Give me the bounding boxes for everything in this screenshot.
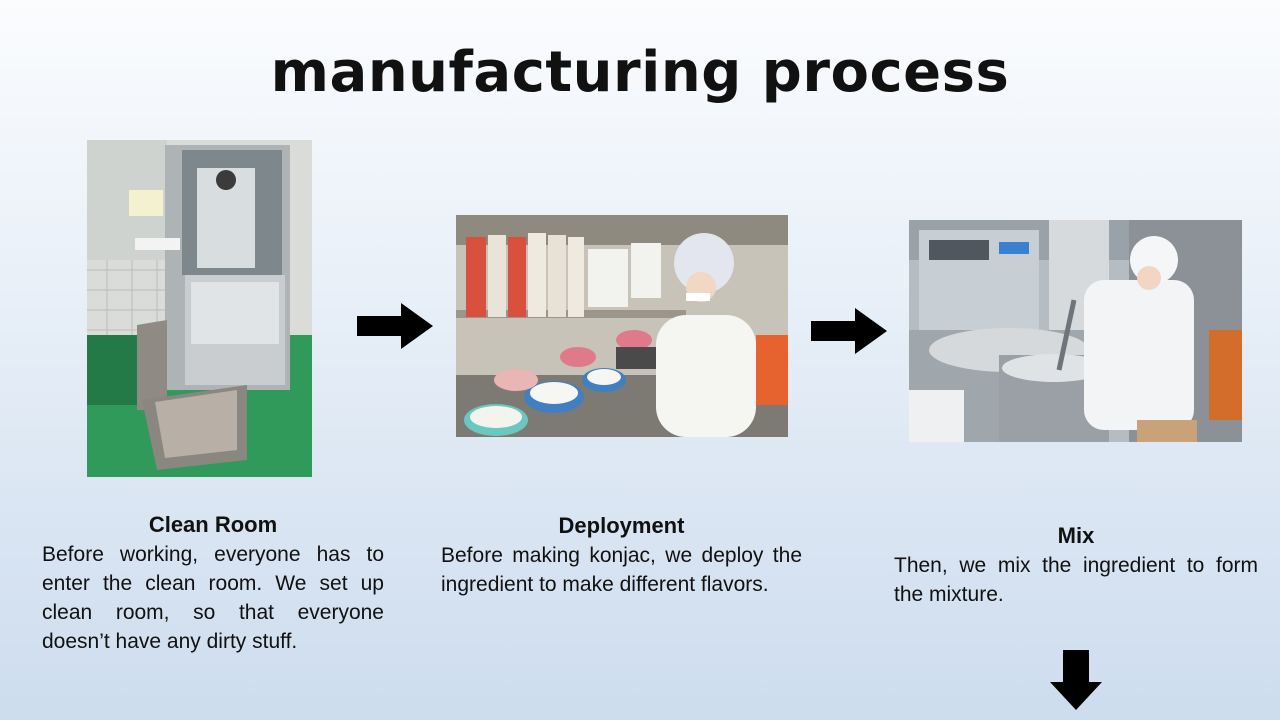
step-title: Deployment bbox=[558, 513, 685, 538]
step-description: Before working, everyone has to enter th… bbox=[42, 543, 384, 653]
step-clean-room: Clean Room Before working, everyone has … bbox=[42, 510, 384, 656]
mix-photo bbox=[909, 220, 1242, 442]
step-description: Before making konjac, we deploy the ingr… bbox=[441, 544, 802, 596]
step-deployment: Deployment Before making konjac, we depl… bbox=[441, 511, 802, 599]
step-title: Mix bbox=[1057, 523, 1095, 548]
right-arrow-icon bbox=[811, 308, 887, 354]
step-title: Clean Room bbox=[148, 512, 278, 537]
down-arrow-icon bbox=[1050, 650, 1102, 710]
slide-title: manufacturing process bbox=[270, 40, 1010, 105]
step-mix: Mix Then, we mix the ingredient to form … bbox=[894, 521, 1258, 609]
clean-room-photo bbox=[87, 140, 312, 477]
step-description: Then, we mix the ingredient to form the … bbox=[894, 554, 1258, 606]
right-arrow-icon bbox=[357, 303, 433, 349]
deployment-photo bbox=[456, 215, 788, 437]
